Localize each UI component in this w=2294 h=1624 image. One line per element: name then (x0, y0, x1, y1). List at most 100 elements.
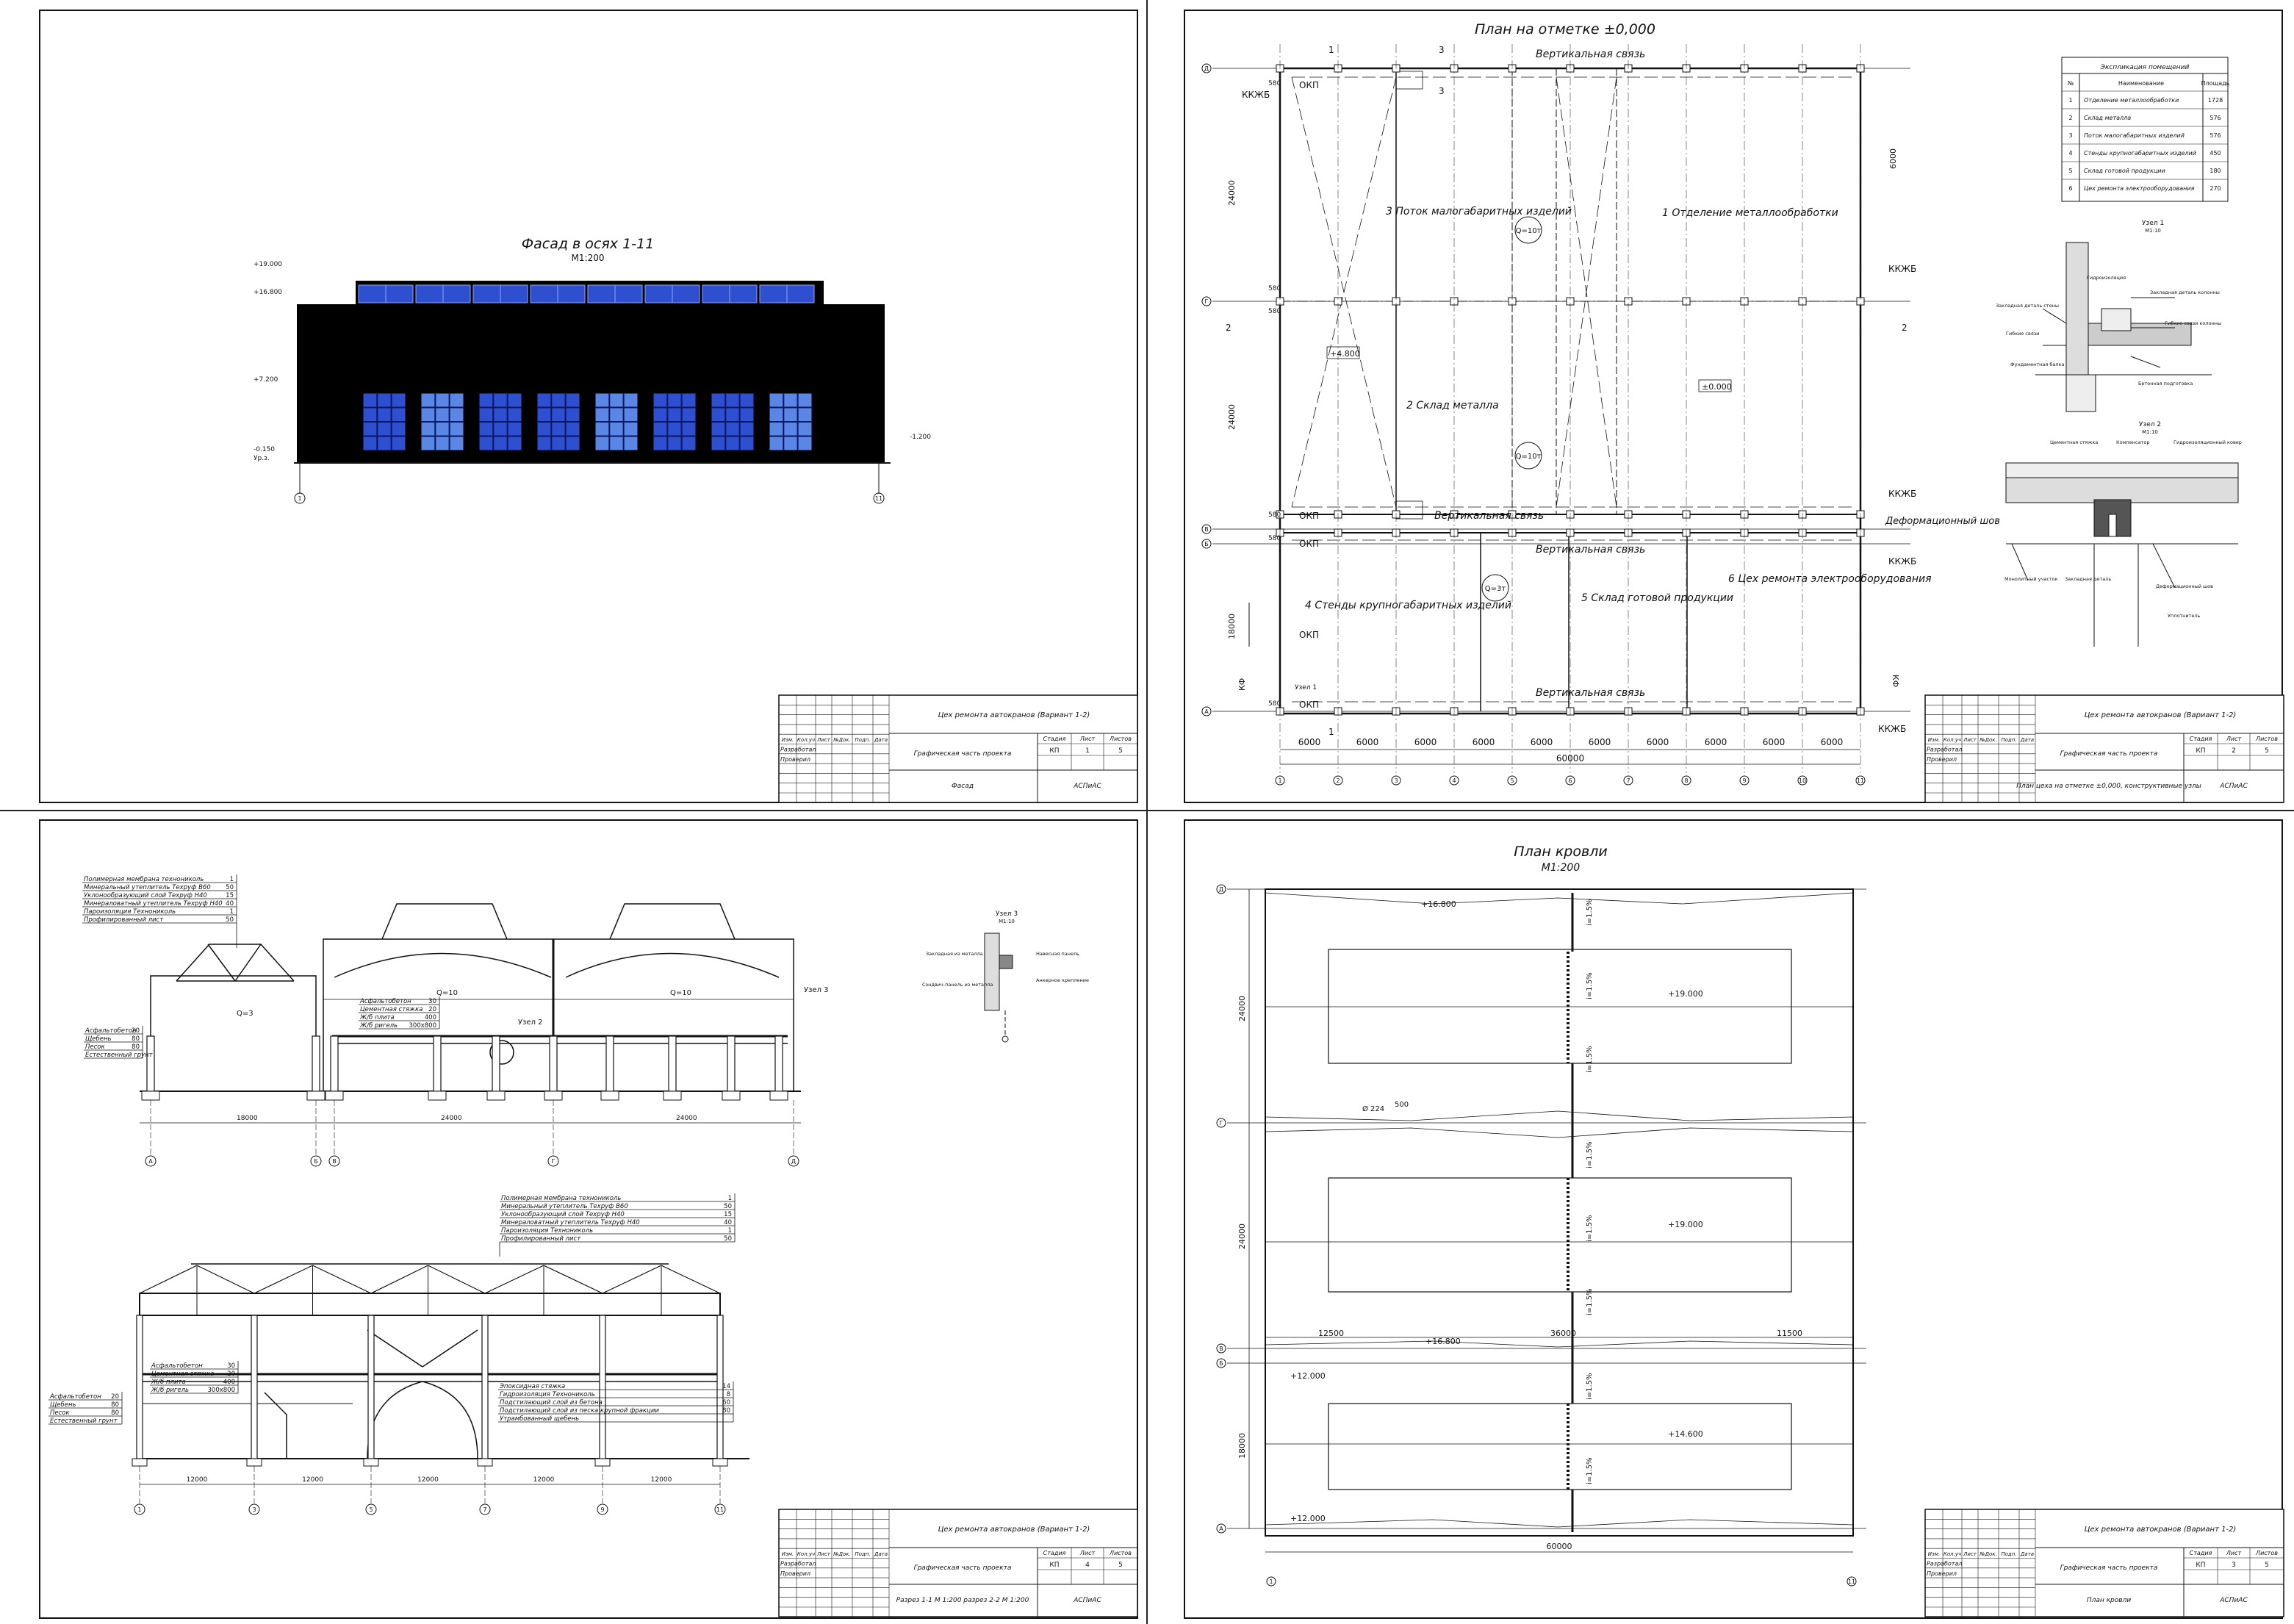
facade-axis-11: 11 (875, 495, 882, 502)
svg-text:Сэндвич-панель из металла: Сэндвич-панель из металла (922, 982, 993, 988)
svg-text:+14.600: +14.600 (1668, 1429, 1703, 1439)
layer-thickness: 60 (722, 1399, 730, 1406)
section-2-axis-bubble (479, 1503, 491, 1515)
section-footing (600, 1091, 619, 1101)
svg-text:ККЖБ: ККЖБ (1888, 556, 1916, 567)
svg-text:ОКП: ОКП (1299, 700, 1319, 710)
section-column (668, 1035, 677, 1092)
svg-text:24000: 24000 (1227, 404, 1237, 430)
plan-axis-label: 2 (1336, 777, 1340, 784)
section-2-column (599, 1315, 606, 1459)
layer-thickness: 1 (230, 876, 234, 883)
plan-axis-bubble (1333, 775, 1343, 786)
layer-name: Минераловатный утеплитель Техруф Н40 (501, 1219, 640, 1226)
plan-total-dim: 60000 (1556, 753, 1584, 764)
svg-text:ККЖБ: ККЖБ (1242, 90, 1270, 100)
roof-plan-labels: План кровли М1:200 +16.800 +19.000 +19.0… (1237, 844, 1802, 1551)
sheet-frame-4 (1184, 819, 2283, 1619)
svg-text:+16.800: +16.800 (1425, 1337, 1461, 1346)
layer-thickness: 1 (728, 1195, 732, 1202)
stamp-col-head: Лист (1963, 1551, 1977, 1557)
layer-name: Пароизоляция Технониколь (501, 1227, 593, 1235)
stamp-role: Разработал (780, 747, 816, 753)
section-axis-label: Д (791, 1158, 796, 1165)
section-column (330, 1035, 339, 1092)
plan-axis-bubble (1507, 775, 1517, 786)
section-2-truss (139, 1265, 721, 1315)
layer-thickness: 15 (724, 1211, 732, 1218)
svg-text:24000: 24000 (676, 1115, 697, 1122)
layer-name: Асфальтобетон (49, 1393, 101, 1401)
room-4-label: 4 Стенды крупногабаритных изделий (1305, 600, 1511, 611)
layer-thickness: 50 (226, 884, 234, 891)
layer-name: Ж/б плита (359, 1014, 395, 1021)
layer-name: Уклонообразующий слой Техруф Н40 (501, 1211, 625, 1218)
svg-text:Гибкие связи: Гибкие связи (2006, 331, 2039, 337)
section-2-axis-bubble (597, 1503, 608, 1515)
layer-name: Полимерная мембрана технониколь (84, 876, 204, 883)
expl-num: 1 (2068, 97, 2072, 104)
section-2-axis-label: 5 (369, 1506, 373, 1513)
svg-text:+19.000: +19.000 (1668, 1220, 1703, 1229)
plan-axis-bubble (1855, 775, 1866, 786)
svg-text:24000: 24000 (1237, 1224, 1247, 1249)
section-column (605, 1035, 614, 1092)
svg-text:М1:10: М1:10 (2142, 429, 2158, 435)
stamp-sheet-name: План цеха на отметке ±0,000, конструктив… (2016, 783, 2201, 790)
plan-axis-label-left: В (1204, 526, 1209, 533)
expl-name: Склад готовой продукции (2084, 168, 2165, 174)
section-2-footing (363, 1458, 379, 1467)
svg-text:3: 3 (1439, 45, 1445, 55)
svg-text:24000: 24000 (1237, 996, 1247, 1021)
svg-text:+12.000: +12.000 (1290, 1514, 1326, 1523)
layer-name: Подстилающий слой из песка крупной фракц… (500, 1407, 659, 1415)
sheet-frame-2 (1184, 10, 2283, 803)
svg-text:60000: 60000 (1547, 1542, 1572, 1551)
layer-name: Ж/б ригель (359, 1022, 398, 1030)
svg-text:Q=3: Q=3 (237, 1010, 254, 1018)
stamp-role: Проверил (1927, 1570, 1957, 1577)
section-2-axis-label: 3 (252, 1506, 256, 1513)
section-2-axis-label: 1 (137, 1506, 141, 1513)
layer-thickness: 30 (428, 998, 436, 1005)
expl-area: 576 (2209, 115, 2221, 121)
stamp-sheet-head: Лист (1079, 1550, 1096, 1556)
stamp-role: Проверил (1927, 756, 1957, 763)
svg-text:Бетонная подготовка: Бетонная подготовка (2138, 381, 2193, 387)
svg-text:ОКП: ОКП (1299, 80, 1319, 90)
bracing-label-top: Вертикальная связь (1536, 48, 1645, 60)
layer-thickness: 400 (425, 1014, 436, 1021)
svg-text:Q=10т: Q=10т (1516, 453, 1542, 461)
plan-axis-label: 11 (1857, 777, 1864, 784)
plan-columns (1276, 44, 1865, 773)
stamp-col-head: Дата (874, 737, 888, 743)
expl-area: 450 (2209, 150, 2221, 157)
layer-name: Ж/б плита (151, 1379, 186, 1386)
svg-text:Закладная деталь колонны: Закладная деталь колонны (2150, 290, 2220, 295)
svg-text:500: 500 (1395, 1101, 1409, 1109)
stamp-col-head: Подп. (2001, 737, 2016, 743)
svg-text:12500: 12500 (1318, 1329, 1344, 1338)
stamp-role: Разработал (780, 1561, 816, 1567)
section-2-column (251, 1315, 258, 1459)
expl-num: 2 (2068, 115, 2072, 121)
layer-thickness: 300х800 (208, 1387, 235, 1394)
expl-name: Склад металла (2084, 115, 2131, 121)
plan-axis-label-left: Г (1205, 298, 1209, 305)
svg-text:Узел 2: Узел 2 (2139, 421, 2161, 428)
section-axis-bubble (310, 1155, 322, 1167)
plan-axis-label-left: Д (1204, 65, 1209, 72)
section-2-footing (477, 1458, 493, 1467)
stamp-sheet-no: 1 (1085, 747, 1090, 755)
svg-text:18000: 18000 (1227, 614, 1237, 639)
stamp-stage-head: Стадия (1043, 736, 1066, 742)
svg-text:+7.200: +7.200 (254, 376, 278, 384)
section-2-dim: 12000 (417, 1476, 439, 1484)
layer-name: Щебень (50, 1401, 76, 1409)
